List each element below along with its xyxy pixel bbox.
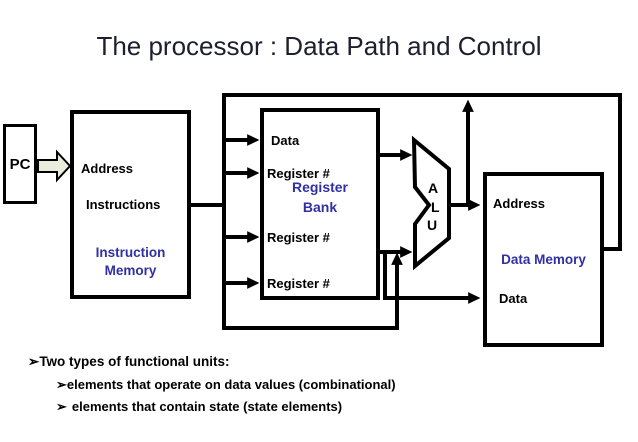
wire-store-data: [383, 252, 481, 304]
alu-letter-u: U: [427, 217, 438, 233]
instruction-memory-box: [70, 110, 191, 299]
register-bank-box: [260, 108, 380, 300]
pc-arrow-icon: [37, 149, 72, 183]
page-title: The processor : Data Path and Control: [96, 31, 542, 61]
register-bank-port-register3: Register #: [267, 276, 330, 291]
instruction-memory-title: Instruction Memory: [95, 245, 166, 278]
data-memory-title: Data Memory: [501, 252, 586, 267]
note-line-1: ➢Two types of functional units:: [28, 354, 230, 369]
data-memory-port-data: Data: [499, 291, 528, 306]
pc-box: PC: [3, 124, 37, 204]
bullet-arrow-icon: ➢: [28, 354, 40, 369]
bullet-arrow-icon: ➢: [56, 377, 67, 392]
note-line-3: ➢elements that contain state (state elem…: [56, 399, 343, 414]
register-bank-port-register1: Register #: [267, 166, 330, 181]
instruction-memory-port-address: Address: [81, 161, 134, 176]
alu-letter-a: A: [428, 180, 439, 196]
alu-letter-l: L: [431, 199, 440, 215]
data-memory-box: [483, 172, 604, 347]
register-bank-port-register2: Register #: [267, 230, 330, 245]
register-bank-title: Register Bank: [291, 179, 349, 215]
register-bank-port-data: Data: [271, 133, 300, 148]
pc-label: PC: [9, 155, 31, 173]
data-memory-port-address: Address: [493, 196, 546, 211]
wire-feedback-loop: [222, 93, 622, 330]
note-line-2: ➢elements that operate on data values (c…: [56, 377, 396, 392]
instruction-memory-port-instructions: Instructions: [86, 197, 161, 212]
alu-shape: [411, 135, 451, 271]
bullet-arrow-icon: ➢: [56, 399, 67, 414]
